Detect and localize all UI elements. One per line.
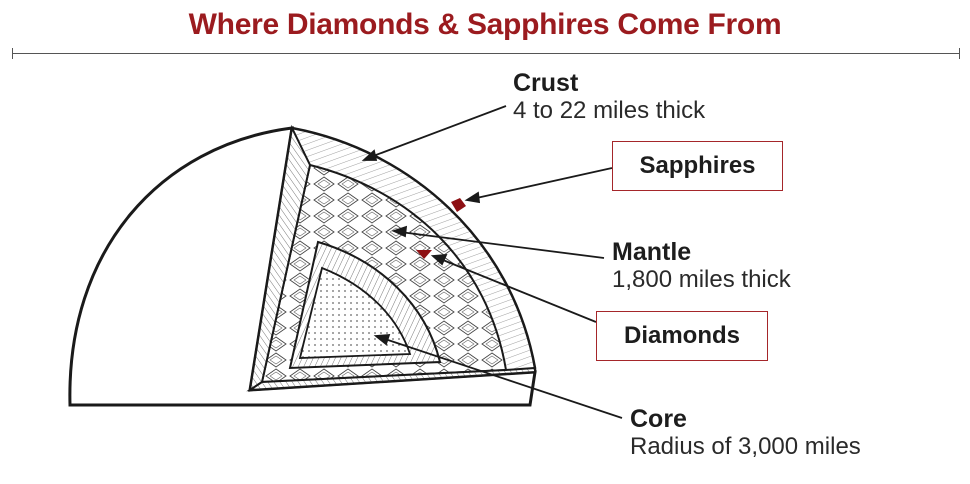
- core-label: Core Radius of 3,000 miles: [630, 405, 861, 460]
- mantle-pointer-line: [399, 231, 605, 259]
- mantle-name: Mantle: [612, 238, 692, 266]
- mantle-pointer-arrow-icon: [391, 225, 408, 238]
- core-pointer-line: [381, 337, 623, 419]
- mantle-detail: 1,800 miles thick: [612, 265, 791, 293]
- diamonds-pointer-line: [437, 257, 597, 323]
- sapphire-gem-icon: [451, 198, 466, 212]
- core-pointer-arrow-icon: [373, 333, 391, 346]
- crust-detail: 4 to 22 miles thick: [513, 96, 706, 124]
- cut-face-bottom: [246, 366, 536, 392]
- divider-right-tick: [959, 48, 960, 59]
- sapphires-callout-text: Sapphires: [639, 152, 756, 179]
- crust-pointer-arrow-icon: [361, 149, 378, 161]
- diamonds-callout: Diamonds: [596, 311, 768, 361]
- sapphires-pointer-arrow-icon: [464, 191, 481, 204]
- core-detail: Radius of 3,000 miles: [630, 432, 861, 460]
- crust-pointer-line: [367, 105, 507, 159]
- diamonds-callout-text: Diamonds: [623, 322, 740, 349]
- mantle-label: Mantle 1,800 miles thick: [612, 238, 791, 293]
- sapphires-callout: Sapphires: [612, 141, 783, 191]
- diamonds-pointer-arrow-icon: [430, 253, 448, 266]
- core-name: Core: [630, 405, 687, 433]
- title-divider: [12, 53, 960, 54]
- crust-name: Crust: [513, 69, 579, 97]
- divider-left-tick: [12, 48, 13, 59]
- crust-label: Crust 4 to 22 miles thick: [513, 69, 706, 124]
- page-title: Where Diamonds & Sapphires Come From: [188, 8, 782, 41]
- diamond-gem-icon: [416, 250, 432, 259]
- sapphires-pointer-line: [471, 167, 613, 200]
